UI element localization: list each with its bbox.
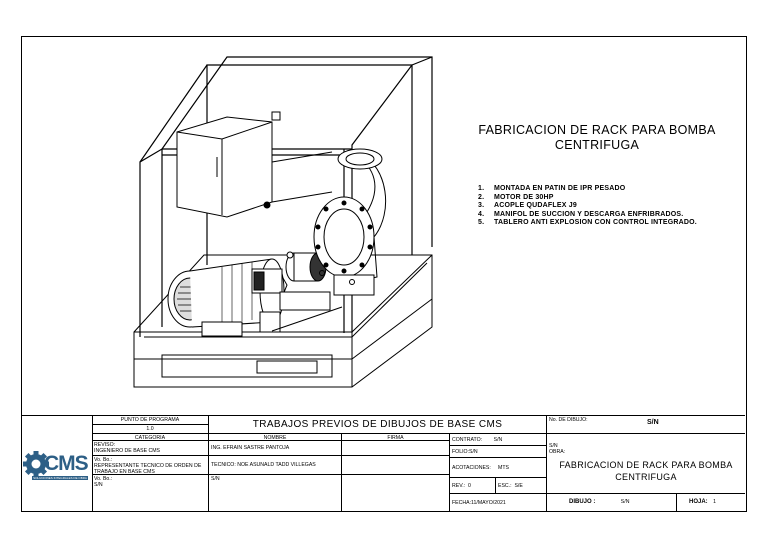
obra-value: FABRICACION DE RACK PARA BOMBA CENTRIFUG… xyxy=(559,460,733,482)
no-dibujo-cell: No. DE DIBUJO: S/N xyxy=(547,416,745,434)
rev-cell: REV.: 0 xyxy=(450,478,496,494)
vobo-cell: Vo. Bo.:S/N xyxy=(92,475,209,511)
firma-cell xyxy=(342,441,450,456)
project-header-title: TRABAJOS PREVIOS DE DIBUJOS DE BASE CMS xyxy=(209,416,547,434)
pump-rack-isometric-drawing xyxy=(133,56,433,388)
note-item: 1.MONTADA EN PATIN DE IPR PESADO xyxy=(478,185,626,192)
hoja-cell: HOJA: 1 xyxy=(689,499,717,505)
firma-header: FIRMA xyxy=(342,434,450,441)
nombre-vobo: S/N xyxy=(209,475,342,511)
fecha-cell: FECHA:11/MAYO/2021 xyxy=(450,494,547,511)
punto-programa-value: 1.0 xyxy=(92,425,209,434)
firma-cell xyxy=(342,456,450,475)
company-logo: CMS SOLUCIONES INTEGRALES DE OBRA xyxy=(22,416,93,511)
gear-logo-icon xyxy=(23,451,49,477)
firma-cell xyxy=(342,475,450,511)
logo-text: CMS xyxy=(44,452,89,475)
motor xyxy=(167,258,288,328)
logo-subtext: SOLUCIONES INTEGRALES DE OBRA xyxy=(32,476,88,480)
obra-cell: S/N OBRA: FABRICACION DE RACK PARA BOMBA… xyxy=(547,434,745,494)
reviso-cell: REVISO:INGENIERO DE BASE CMS xyxy=(92,441,209,456)
vobo-representante-cell: Vo. Bo.:REPRESENTANTE TECNICO DE ORDEN D… xyxy=(92,456,209,475)
folio-cell: FOLIO:S/N xyxy=(450,446,547,458)
note-item: 3.ACOPLE QUDAFLEX J9 xyxy=(478,202,577,210)
note-item: 2.MOTOR DE 30HP xyxy=(478,193,554,201)
categoria-label: CATEGORIA xyxy=(92,434,209,441)
dibujo-cell: DIBUJO : S/N xyxy=(547,494,677,511)
note-item: 5.TABLERO ANTI EXPLOSION CON CONTROL INT… xyxy=(478,219,697,227)
title-block: CMS SOLUCIONES INTEGRALES DE OBRA PUNTO … xyxy=(22,415,745,511)
control-panel xyxy=(176,111,333,218)
acotaciones-cell: ACOTACIONES: MTS xyxy=(450,458,547,478)
esc-cell: ESC.: S/E xyxy=(496,478,547,494)
drawing-sheet: FABRICACION DE RACK PARA BOMBA CENTRIFUG… xyxy=(21,36,747,512)
punto-programa-label: PUNTO DE PROGRAMA xyxy=(92,416,209,425)
mounting-pedestals xyxy=(201,306,343,337)
drawing-area: FABRICACION DE RACK PARA BOMBA CENTRIFUG… xyxy=(22,37,745,415)
note-item: 4.MANIFOL DE SUCCION Y DESCARGA ENFRIBRA… xyxy=(478,210,684,218)
centrifugal-pump xyxy=(313,148,387,296)
contrato-cell: CONTRATO: S/N xyxy=(450,434,547,446)
coupling xyxy=(279,251,331,311)
drawing-title: FABRICACION DE RACK PARA BOMBA CENTRIFUG… xyxy=(478,123,716,152)
nombre-tecnico: TECNICO: NOE ASUNALD TADD VILLEGAS xyxy=(209,456,342,475)
no-dibujo-value: S/N xyxy=(647,419,659,426)
nombre-header: NOMBRE xyxy=(209,434,342,441)
nombre-ingeniero: ING. EFRAIN SASTRE PANTOJA xyxy=(209,441,342,456)
notes-list: 1.MONTADA EN PATIN DE IPR PESADO 2.MOTOR… xyxy=(478,185,697,228)
